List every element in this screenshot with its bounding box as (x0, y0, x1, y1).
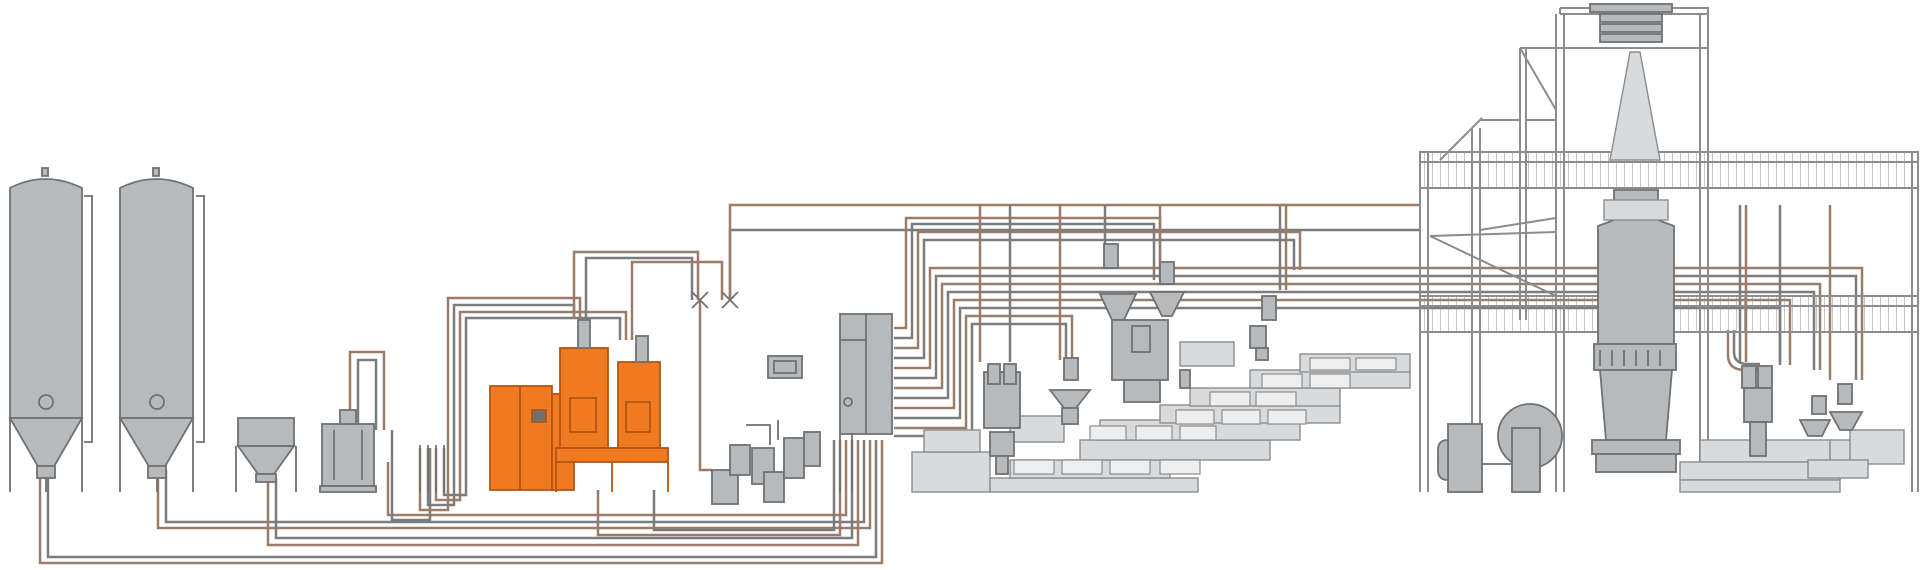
silo-1 (8, 167, 93, 492)
pipe-silo2-cabinet (156, 440, 872, 530)
pipe-octabin-loop-b (356, 358, 378, 430)
pipe-tower-loop-2 (1732, 330, 1760, 366)
dryer-units (489, 319, 669, 492)
blown-film-tower (1419, 3, 1919, 493)
valve-pair (691, 291, 739, 309)
conveyor-station (711, 420, 821, 505)
extruder-array (911, 243, 1411, 493)
pipe-bin-cabinet (266, 440, 860, 547)
pipe-cab-ext-11 (894, 314, 1074, 430)
pipe-octabin-loop (348, 350, 386, 430)
pipe-manifold-1 (418, 296, 582, 512)
pipe-cab-ext-3 (894, 230, 1302, 350)
pipe-valve-right-b (728, 203, 1420, 300)
silo-2 (118, 167, 205, 492)
pipe-silo1-cabinet (38, 440, 884, 565)
control-panel (767, 355, 803, 379)
pipe-cab-ext-2 (894, 222, 1156, 340)
pipe-dryer-top-1 (572, 250, 700, 318)
pipe-dryer-top-2 (584, 256, 694, 318)
control-cabinet (839, 313, 893, 492)
hopper-bin (235, 417, 297, 492)
pipe-network (38, 203, 1864, 565)
octabin-station (319, 409, 445, 493)
pipe-silo2-cabinet-b (164, 440, 866, 524)
pipe-octabin-cabinet (386, 440, 848, 517)
pipe-cab-ext-4 (894, 238, 1296, 360)
pipe-dryer-cabinet-b (652, 440, 836, 532)
pipe-octabin-dryer (390, 430, 432, 522)
pipe-silo1-cabinet-b (46, 440, 878, 559)
pipe-dryer-top-3 (630, 260, 724, 340)
pipe-valve-left (698, 300, 712, 472)
